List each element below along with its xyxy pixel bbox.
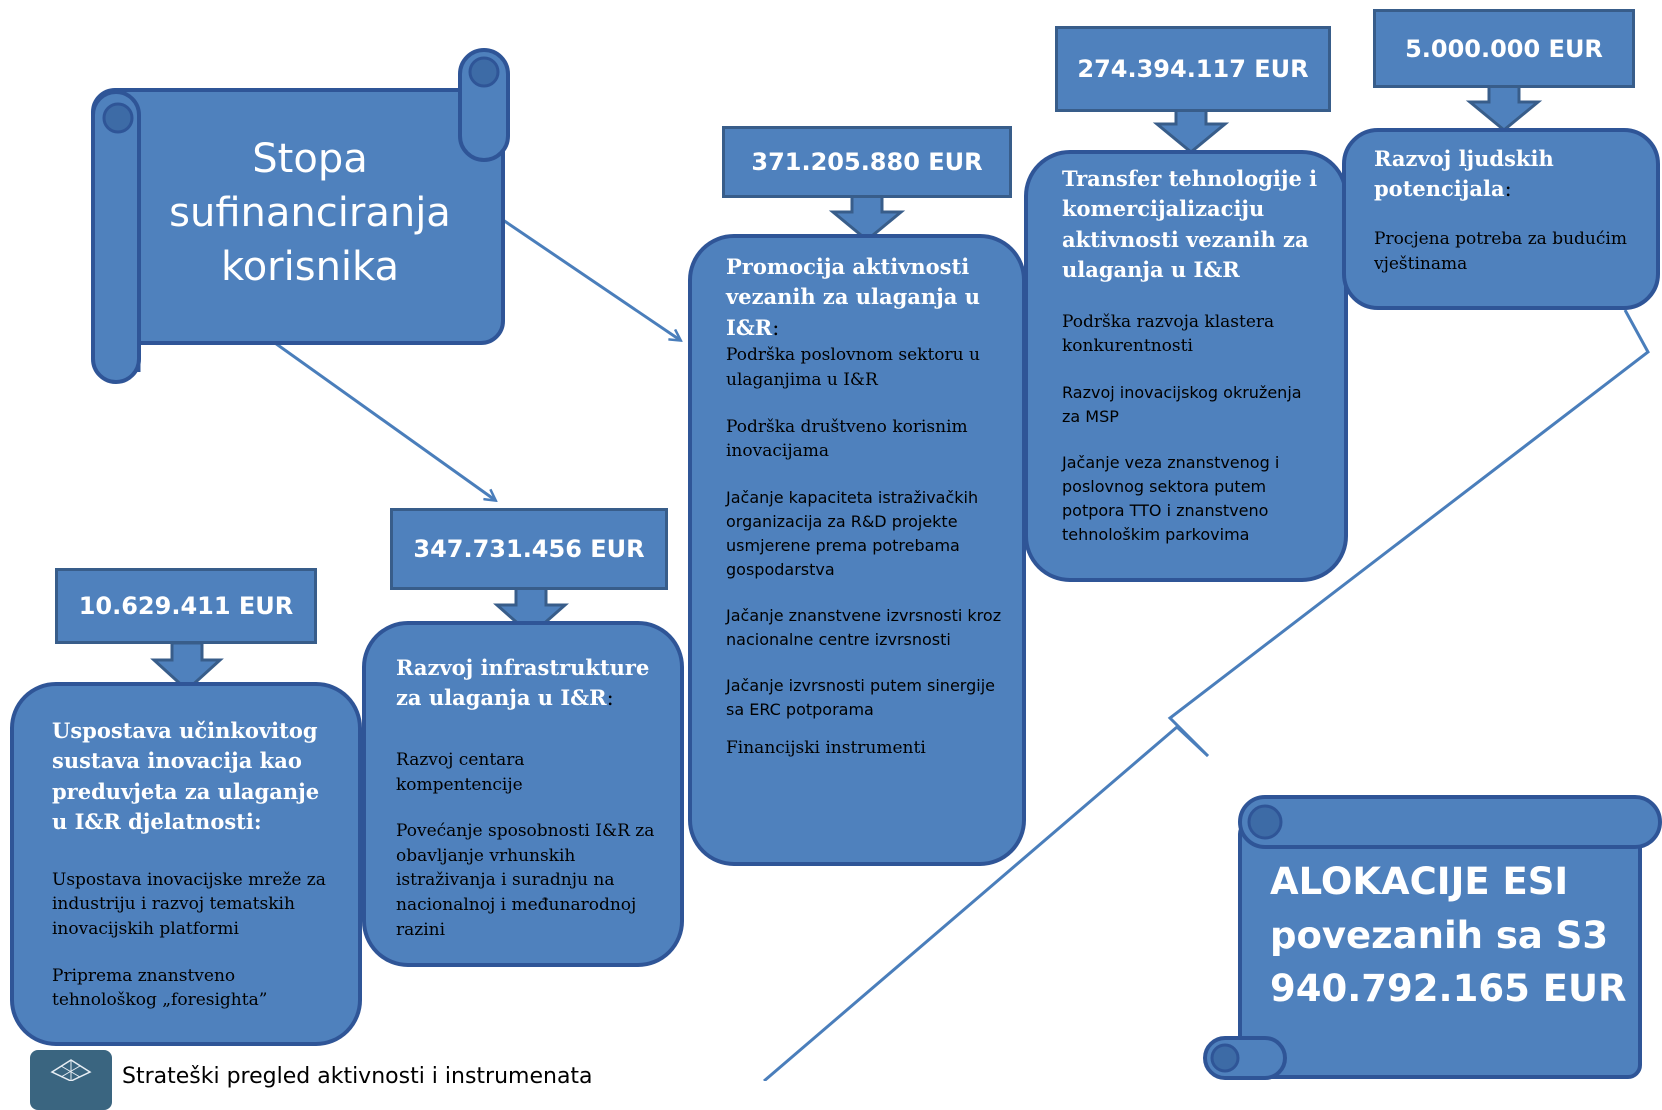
amount-badge-5: 5.000.000 EUR	[1373, 9, 1635, 88]
box-transfer-tehnologije: Transfer tehnologije i komercijalizaciju…	[1024, 150, 1348, 582]
box-title-colon: :	[772, 315, 780, 340]
box-ljudski-potencijali: Razvoj ljudskih potencijala: Procjena po…	[1342, 128, 1660, 310]
box-promocija: Promocija aktivnosti vezanih za ulaganja…	[688, 234, 1026, 866]
connector-layer	[91, 48, 1662, 1081]
box-item: Jačanje izvrsnosti putem sinergije sa ER…	[726, 675, 995, 719]
amount-badge-4: 274.394.117 EUR	[1055, 26, 1331, 112]
grid-icon	[50, 1059, 92, 1082]
box-title: Uspostava učinkovitog sustava inovacija …	[52, 718, 320, 835]
scroll-title-line: korisnika	[220, 244, 400, 290]
scroll-shape	[91, 48, 510, 384]
amount-badge-1: 10.629.411 EUR	[55, 568, 317, 644]
footer-caption: Strateški pregled aktivnosti i instrumen…	[122, 1064, 593, 1089]
footer-logo-icon	[30, 1050, 112, 1110]
scroll-title-line: sufinanciranja	[169, 190, 451, 236]
box-item: Jačanje kapaciteta istraživačkih organiz…	[726, 487, 979, 579]
box-title: Promocija aktivnosti vezanih za ulaganja…	[726, 254, 980, 340]
amount-badge-3: 371.205.880 EUR	[722, 126, 1012, 198]
box-item: Financijski instrumenti	[726, 737, 926, 758]
allocation-line: 940.792.165 EUR	[1270, 967, 1627, 1011]
box-item: Priprema znanstveno tehnološkog „foresig…	[52, 965, 268, 1011]
box-title-colon: :	[1504, 177, 1512, 202]
box-item: Jačanje znanstvene izvrsnosti kroz nacio…	[726, 605, 1002, 649]
amount-badge-2: 347.731.456 EUR	[390, 508, 668, 590]
box-title: Transfer tehnologije i komercijalizaciju…	[1062, 166, 1318, 283]
growth-brace	[763, 309, 1650, 1081]
scroll-title-line: Stopa	[252, 136, 368, 182]
box-item: Razvoj inovacijskog okruženja za MSP	[1062, 383, 1302, 427]
box-item: Podrška poslovnom sektoru u ulaganjima u…	[726, 345, 980, 390]
box-item: Uspostava inovacijske mreže za industrij…	[52, 869, 326, 940]
box-inovacijski-sustav: Uspostava učinkovitog sustava inovacija …	[10, 682, 362, 1046]
allocation-line: povezanih sa S3	[1270, 913, 1609, 957]
box-title: Razvoj infrastrukture za ulaganja u I&R	[396, 655, 650, 711]
box-item: Podrška razvoja klastera konkurentnosti	[1062, 311, 1275, 357]
box-title-colon: :	[606, 686, 614, 711]
callout-pointers	[150, 84, 1543, 693]
allocation-text: ALOKACIJE ESI povezanih sa S3 940.792.16…	[1270, 855, 1650, 1016]
box-item: Procjena potreba za budućim vještinama	[1374, 228, 1627, 274]
box-item: Jačanje veza znanstvenog i poslovnog sek…	[1062, 453, 1280, 545]
arrow-to-infrastruktura	[274, 341, 495, 500]
box-item: Razvoj centara kompentencije	[396, 749, 525, 795]
box-item: Podrška društveno korisnim inovacijama	[726, 416, 968, 462]
scroll-title: Stopa sufinanciranja korisnika	[155, 132, 465, 294]
allocation-line: ALOKACIJE ESI	[1270, 860, 1569, 903]
allocation-scroll-shape	[1203, 795, 1662, 1080]
box-title: Razvoj ljudskih potencijala	[1374, 146, 1554, 202]
arrow-to-promocija	[499, 216, 680, 340]
box-item: Povećanje sposobnosti I&R za obavljanje …	[396, 821, 655, 940]
box-infrastruktura: Razvoj infrastrukture za ulaganja u I&R:…	[362, 621, 684, 967]
